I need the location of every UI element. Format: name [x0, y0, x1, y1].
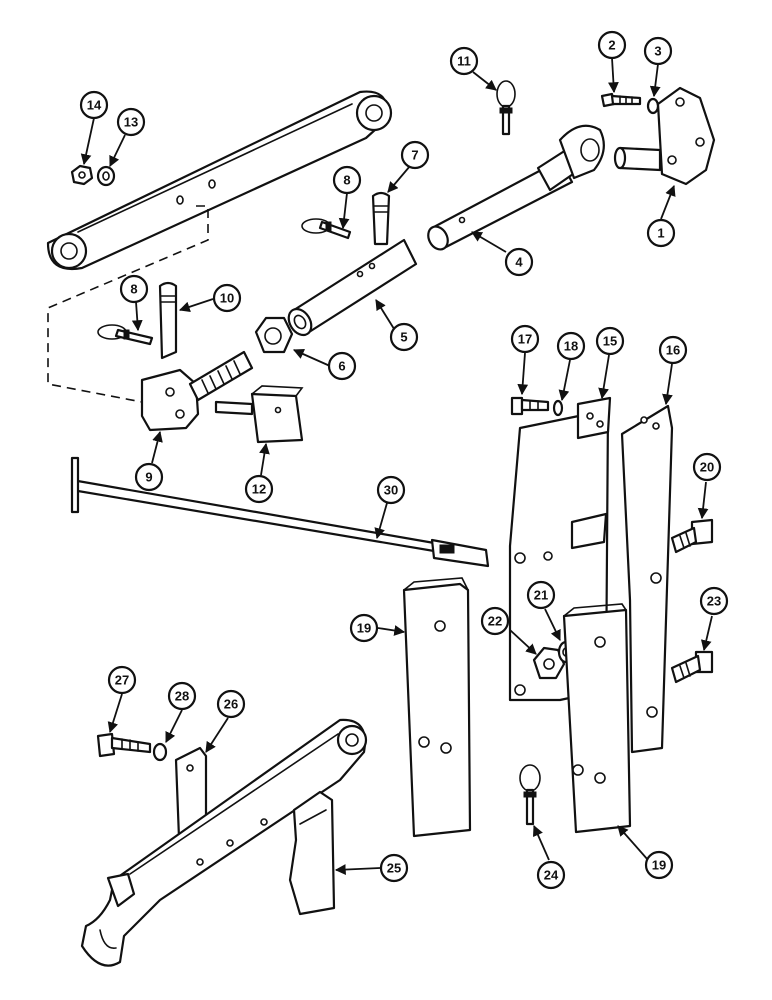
- svg-text:27: 27: [115, 673, 129, 688]
- lower-link-arm: [46, 90, 393, 271]
- rod-part-30: [70, 456, 490, 568]
- callout-19-right: 19: [644, 850, 674, 880]
- svg-text:19: 19: [357, 621, 371, 636]
- callout-14: 14: [79, 90, 109, 120]
- callout-13: 13: [116, 107, 146, 137]
- callout-8-upper: 8: [332, 165, 362, 195]
- callout-15: 15: [595, 326, 625, 356]
- svg-text:20: 20: [700, 460, 714, 475]
- svg-text:6: 6: [338, 359, 345, 374]
- top-link-tube-part-4: [427, 124, 605, 251]
- svg-text:24: 24: [544, 868, 559, 883]
- callout-20: 20: [692, 452, 722, 482]
- svg-text:4: 4: [515, 255, 523, 270]
- callout-1: 1: [646, 218, 676, 248]
- callout-22: 22: [480, 606, 510, 636]
- svg-text:21: 21: [534, 588, 548, 603]
- callout-19-left: 19: [349, 613, 379, 643]
- svg-text:3: 3: [654, 44, 661, 59]
- callout-11: 11: [449, 46, 479, 76]
- svg-text:16: 16: [666, 343, 680, 358]
- callout-23: 23: [699, 586, 729, 616]
- callout-27: 27: [107, 665, 137, 695]
- callout-8-lower: 8: [119, 274, 149, 304]
- svg-text:15: 15: [603, 334, 617, 349]
- pin-part-10: [158, 281, 178, 360]
- svg-text:9: 9: [145, 470, 152, 485]
- svg-text:25: 25: [387, 861, 401, 876]
- callout-21: 21: [526, 580, 556, 610]
- callout-2: 2: [597, 30, 627, 60]
- latch-part-25: [288, 790, 336, 916]
- spacer-block-part-19-right: [562, 603, 632, 834]
- callout-6: 6: [327, 351, 357, 381]
- svg-text:23: 23: [707, 594, 721, 609]
- callout-26: 26: [216, 689, 246, 719]
- svg-text:13: 13: [124, 115, 138, 130]
- callout-18: 18: [556, 331, 586, 361]
- callout-24: 24: [536, 860, 566, 890]
- svg-text:11: 11: [457, 54, 471, 69]
- bolt-part-23: [670, 650, 714, 684]
- washer-part-3: [646, 97, 660, 115]
- bolt-part-2: [600, 92, 642, 108]
- callout-16: 16: [658, 335, 688, 365]
- callout-30: 30: [376, 475, 406, 505]
- bolt-part-20: [670, 518, 714, 554]
- svg-text:2: 2: [608, 38, 615, 53]
- lynch-pin-part-11: [496, 80, 516, 136]
- side-plate-part-16: [620, 404, 674, 754]
- linch-pin-part-8-lower: [97, 324, 154, 346]
- lift-arm-hook: [80, 718, 368, 967]
- svg-text:7: 7: [411, 148, 418, 163]
- washer-part-13: [96, 165, 116, 187]
- leader-lines: [80, 57, 713, 875]
- nut-part-6: [254, 316, 294, 354]
- spacer-block-part-19-left: [402, 577, 472, 838]
- svg-text:8: 8: [130, 282, 137, 297]
- svg-text:1: 1: [657, 226, 664, 241]
- svg-text:10: 10: [220, 291, 234, 306]
- callout-12: 12: [244, 474, 274, 504]
- callout-10: 10: [212, 283, 242, 313]
- callout-9: 9: [134, 462, 164, 492]
- svg-text:8: 8: [343, 173, 350, 188]
- callout-25: 25: [379, 853, 409, 883]
- svg-text:5: 5: [400, 330, 407, 345]
- clevis-part-9: [140, 350, 254, 432]
- svg-text:26: 26: [224, 697, 238, 712]
- svg-text:14: 14: [87, 98, 102, 113]
- nut-part-22: [532, 646, 566, 680]
- svg-text:19: 19: [652, 858, 666, 873]
- pin-part-7: [371, 191, 391, 246]
- svg-text:12: 12: [252, 482, 266, 497]
- bolt-part-27: [96, 732, 152, 758]
- callout-4: 4: [504, 247, 534, 277]
- svg-text:30: 30: [384, 483, 398, 498]
- bolt-part-17: [510, 396, 550, 416]
- callout-7: 7: [400, 140, 430, 170]
- svg-text:17: 17: [518, 332, 532, 347]
- callout-3: 3: [643, 36, 673, 66]
- callout-28: 28: [167, 681, 197, 711]
- tube-part-5: [287, 238, 418, 337]
- block-part-12: [214, 385, 304, 444]
- callout-5: 5: [389, 322, 419, 352]
- washer-part-28: [152, 742, 168, 762]
- svg-text:22: 22: [488, 614, 502, 629]
- callout-17: 17: [510, 324, 540, 354]
- svg-text:28: 28: [175, 689, 189, 704]
- nut-part-14: [70, 164, 94, 186]
- lynch-pin-part-24: [519, 764, 541, 826]
- pivot-bracket-part-1: [613, 86, 716, 186]
- washer-part-18: [552, 399, 564, 417]
- svg-text:18: 18: [564, 339, 578, 354]
